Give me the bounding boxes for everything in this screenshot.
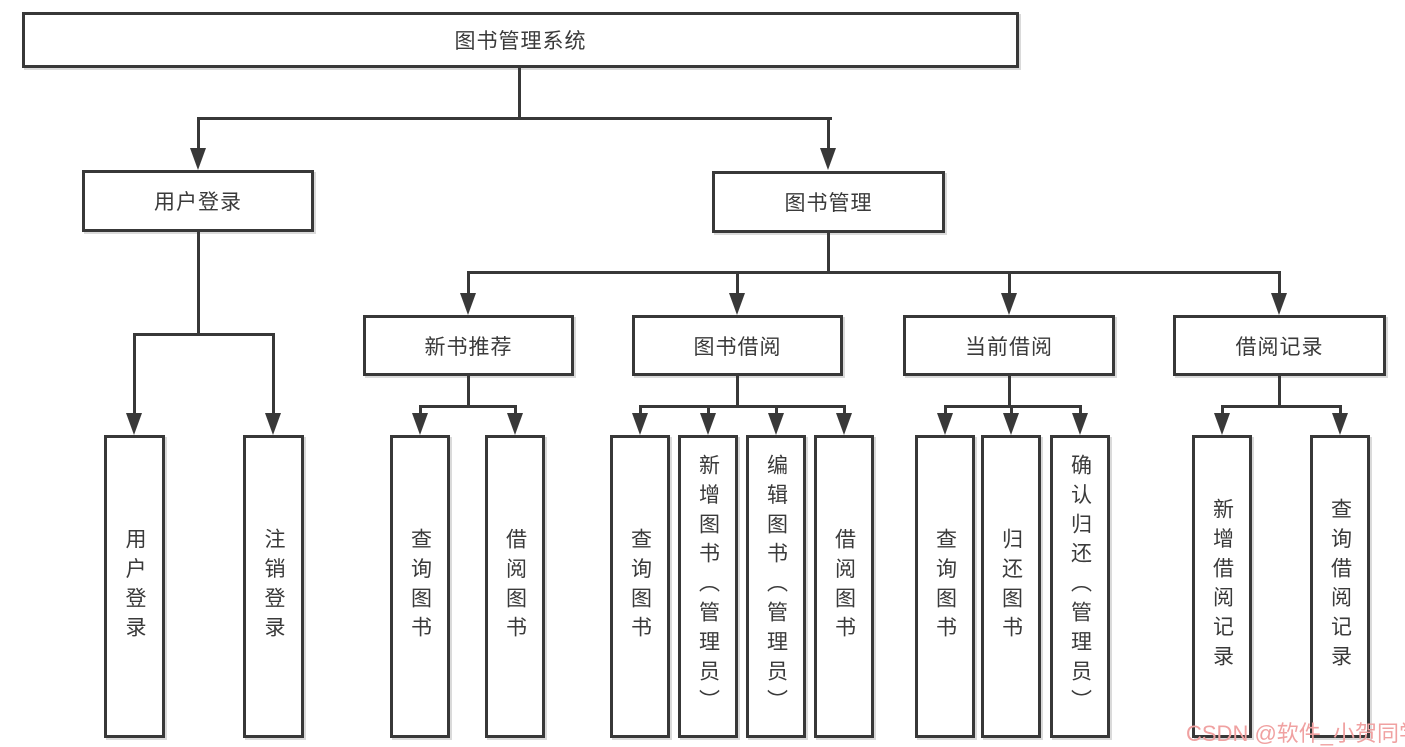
node-current-borrow: 当前借阅 [903, 315, 1115, 376]
arrow-down-icon [1271, 293, 1287, 315]
arrow-down-icon [460, 293, 476, 315]
leaf-edit-books-admin: 编辑图书（管理员） [746, 435, 806, 738]
arrow-down-icon [768, 413, 784, 435]
arrow-down-icon [1332, 413, 1348, 435]
connector-line [197, 117, 200, 151]
connector-line [1221, 405, 1342, 408]
leaf-borrow-books-2: 借阅图书 [814, 435, 874, 738]
connector-line [944, 405, 947, 417]
arrow-down-icon [126, 413, 142, 435]
node-label: 当前借阅 [965, 335, 1053, 359]
connector-line [419, 405, 517, 408]
leaf-return-books: 归还图书 [981, 435, 1041, 738]
node-label: 用户登录 [154, 191, 242, 214]
leaf-add-books-admin: 新增图书（管理员） [678, 435, 738, 738]
connector-line [827, 117, 830, 151]
connector-line [775, 405, 778, 417]
connector-line [467, 374, 470, 408]
connector-line [1221, 405, 1224, 417]
connector-line [419, 405, 422, 417]
connector-line [707, 405, 710, 417]
leaf-user-login: 用户登录 [104, 435, 165, 738]
arrow-down-icon [729, 293, 745, 315]
arrow-down-icon [937, 413, 953, 435]
watermark: CSDN @软件_小贺同学 [1186, 721, 1405, 746]
connector-line [827, 231, 830, 273]
node-book-management: 图书管理 [712, 171, 945, 233]
node-label: 图书管理 [784, 192, 873, 215]
connector-line [944, 405, 1082, 408]
connector-line [1339, 405, 1342, 417]
connector-line [1278, 374, 1281, 408]
connector-line [736, 374, 739, 408]
node-label: 归还图书 [999, 527, 1023, 646]
connector-line [736, 271, 739, 295]
node-label: 新增图书（管理员） [696, 454, 720, 719]
connector-line [133, 333, 275, 336]
leaf-query-borrow-record: 查询借阅记录 [1310, 435, 1370, 738]
connector-line [272, 333, 275, 415]
arrow-down-icon [700, 413, 716, 435]
node-label: 查询借阅记录 [1328, 498, 1352, 675]
leaf-add-borrow-record: 新增借阅记录 [1192, 435, 1252, 738]
node-user-login: 用户登录 [82, 170, 314, 232]
connector-line [1010, 405, 1013, 417]
node-root: 图书管理系统 [22, 12, 1019, 68]
connector-line [1008, 271, 1011, 295]
node-label: 图书借阅 [693, 335, 782, 359]
node-label: 查询图书 [408, 527, 432, 646]
arrow-down-icon [507, 413, 523, 435]
connector-line [197, 117, 832, 120]
arrow-down-icon [820, 148, 836, 170]
node-label: 新增借阅记录 [1210, 498, 1234, 675]
connector-line [197, 230, 200, 336]
connector-line [639, 405, 846, 408]
arrow-down-icon [412, 413, 428, 435]
arrow-down-icon [836, 413, 852, 435]
node-new-book-recommend: 新书推荐 [363, 315, 574, 376]
arrow-down-icon [1072, 413, 1088, 435]
node-label: 确认归还（管理员） [1068, 454, 1092, 719]
node-label: 借阅图书 [832, 527, 856, 646]
leaf-borrow-books-1: 借阅图书 [485, 435, 545, 738]
arrow-down-icon [1214, 413, 1230, 435]
arrow-down-icon [1001, 293, 1017, 315]
node-book-borrow: 图书借阅 [632, 315, 843, 376]
connector-line [1278, 271, 1281, 295]
connector-line [518, 66, 521, 118]
node-label: 查询图书 [933, 527, 957, 646]
leaf-logout: 注销登录 [243, 435, 304, 738]
node-borrow-records: 借阅记录 [1173, 315, 1386, 376]
arrow-down-icon [1003, 413, 1019, 435]
node-root-label: 图书管理系统 [454, 30, 587, 53]
node-label: 借阅记录 [1235, 335, 1324, 359]
connector-line [1008, 374, 1011, 408]
leaf-query-books-1: 查询图书 [390, 435, 450, 738]
arrow-down-icon [190, 148, 206, 170]
connector-line [1079, 405, 1082, 417]
connector-line [514, 405, 517, 417]
connector-line [639, 405, 642, 417]
node-label: 新书推荐 [424, 335, 513, 359]
leaf-query-books-3: 查询图书 [915, 435, 975, 738]
node-label: 注销登录 [262, 527, 286, 646]
connector-line [843, 405, 846, 417]
connector-line [467, 271, 1281, 274]
node-label: 用户登录 [123, 527, 147, 646]
node-label: 借阅图书 [503, 527, 527, 646]
connector-line [133, 333, 136, 415]
arrow-down-icon [265, 413, 281, 435]
connector-line [467, 271, 470, 295]
leaf-confirm-return-admin: 确认归还（管理员） [1050, 435, 1110, 738]
node-label: 查询图书 [628, 527, 652, 646]
leaf-query-books-2: 查询图书 [610, 435, 670, 738]
node-label: 编辑图书（管理员） [764, 454, 788, 719]
arrow-down-icon [632, 413, 648, 435]
